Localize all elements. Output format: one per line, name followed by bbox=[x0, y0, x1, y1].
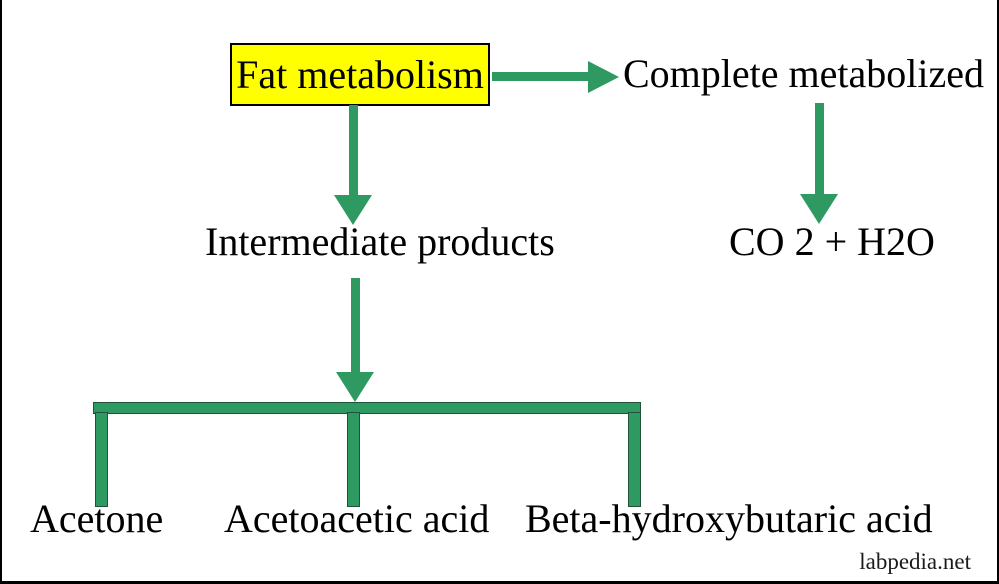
co2-h2o-label: CO 2 + H2O bbox=[729, 219, 935, 264]
branch-left-bar bbox=[95, 412, 108, 507]
branch-middle-bar bbox=[347, 412, 360, 507]
fat-metabolism-box: Fat metabolism bbox=[230, 43, 490, 106]
beta-hydroxybutaric-acid-label: Beta-hydroxybutaric acid bbox=[525, 496, 933, 541]
arrow-right-stem bbox=[492, 72, 589, 81]
arrow-down-complete-head-icon bbox=[800, 194, 838, 224]
arrow-down-box-stem bbox=[349, 105, 358, 196]
acetoacetic-acid-label: Acetoacetic acid bbox=[224, 496, 490, 541]
arrow-down-intermediate-head-icon bbox=[336, 372, 374, 402]
complete-metabolized-label: Complete metabolized bbox=[623, 51, 984, 96]
branch-horizontal-bar bbox=[93, 402, 641, 414]
branch-right-bar bbox=[628, 412, 641, 507]
arrow-down-intermediate-stem bbox=[351, 278, 360, 373]
intermediate-products-label: Intermediate products bbox=[205, 219, 555, 264]
acetone-label: Acetone bbox=[30, 496, 164, 541]
watermark-labpedia: labpedia.net bbox=[859, 549, 971, 574]
arrow-right-head-icon bbox=[588, 61, 619, 93]
arrow-down-complete-stem bbox=[815, 103, 824, 195]
fat-metabolism-label: Fat metabolism bbox=[236, 52, 484, 97]
arrow-down-box-head-icon bbox=[334, 195, 372, 225]
